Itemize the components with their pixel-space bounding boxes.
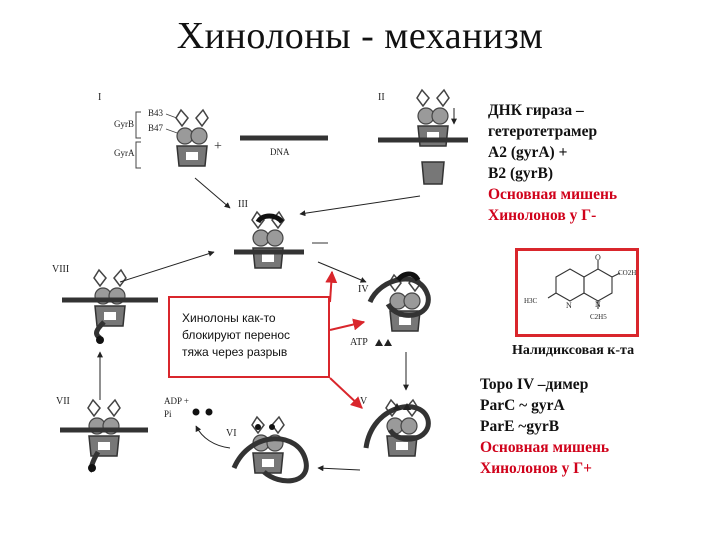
- stage-v-label: V: [360, 396, 368, 407]
- pi-label: Pi: [164, 409, 172, 419]
- stage-viii: VIII: [52, 264, 158, 344]
- stage-vii-label: VII: [56, 396, 70, 407]
- stage-iv-label: IV: [358, 284, 369, 295]
- atom-n1: N: [566, 301, 572, 310]
- gyrase-target-line-1: Основная мишень: [488, 186, 618, 203]
- molecule-drawing: O CO2H H3C N N C2H5: [524, 253, 636, 321]
- stage-iv: IV ATP: [350, 271, 431, 348]
- stage-v: V: [360, 396, 431, 457]
- gyrase-line-1: ДНК гираза –: [488, 102, 584, 119]
- adp-label: ADP +: [164, 396, 189, 406]
- note-line-1: Хинолоны как-то: [182, 311, 276, 325]
- note-line-3: тяжа через разрыв: [182, 345, 288, 359]
- gyrase-line-4: В2 (gyrB): [488, 165, 554, 182]
- gyrase-info: ДНК гираза – гетеротетрамер А2 (gyrA) + …: [488, 100, 617, 226]
- stage-ii-label: II: [378, 92, 385, 103]
- topo-line-2: ParC ~ gyrA: [480, 397, 565, 414]
- stage-viii-label: VIII: [52, 264, 69, 275]
- quinolone-note-box: Хинолоны как-то блокируют перенос тяжа ч…: [168, 296, 330, 378]
- gyra-label: GyrA: [114, 148, 135, 158]
- stage-iii: III: [234, 199, 328, 269]
- topo-line-3: ParE ~gyrB: [480, 418, 560, 435]
- plus-sign: +: [214, 139, 222, 154]
- stage-ii: II: [378, 89, 468, 185]
- gyrase-line-3: А2 (gyrA) +: [488, 144, 568, 161]
- atom-co2h: CO2H: [618, 269, 636, 277]
- stage-vi: VI ADP + Pi: [164, 396, 309, 484]
- stage-iii-label: III: [238, 199, 248, 210]
- atom-h3c: H3C: [524, 297, 538, 305]
- atom-n2: N: [595, 300, 601, 309]
- topo-target-line-2: Хинолонов у Г+: [480, 460, 592, 477]
- b47-label: B47: [148, 123, 164, 133]
- dna-label: DNA: [270, 147, 290, 157]
- atom-c2h5: C2H5: [590, 313, 607, 321]
- b43-label: B43: [148, 108, 164, 118]
- note-line-2: блокируют перенос: [182, 328, 291, 342]
- stage-i: I B43 B47 GyrB GyrA + DNA: [98, 92, 328, 169]
- molecule-caption: Налидиксовая к-та: [512, 343, 635, 358]
- topo-target-line-1: Основная мишень: [480, 439, 610, 456]
- nalidixic-acid-structure: O CO2H H3C N N C2H5: [515, 248, 639, 337]
- stage-i-label: I: [98, 92, 101, 103]
- atom-o: O: [595, 253, 601, 262]
- atp-label: ATP: [350, 337, 368, 348]
- slide-title: Хинолоны - механизм: [176, 15, 544, 57]
- topo-info: Topo IV –димер ParC ~ gyrA ParE ~gyrB Ос…: [480, 374, 609, 479]
- gyrb-label: GyrB: [114, 119, 134, 129]
- gyrase-line-2: гетеротетрамер: [488, 123, 598, 140]
- stage-vi-label: VI: [226, 428, 237, 439]
- stage-vii: VII: [56, 396, 148, 473]
- gyrase-target-line-2: Хинолонов у Г-: [488, 207, 597, 224]
- topo-line-1: Topo IV –димер: [480, 376, 589, 393]
